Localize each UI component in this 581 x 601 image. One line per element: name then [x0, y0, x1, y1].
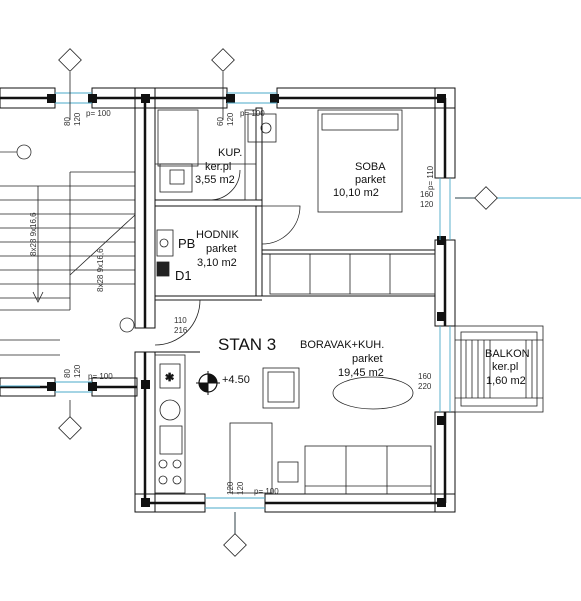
hall-fixtures	[156, 229, 174, 277]
dim-w-top-bath-parapet: p= 100	[240, 109, 265, 118]
soba-area: 10,10 m2	[333, 187, 379, 199]
dim-door-entry-height: 216	[174, 326, 188, 335]
wall-cores	[0, 96, 447, 505]
balkon-name: BALKON	[485, 348, 530, 360]
hodnik-name: HODNIK	[196, 229, 239, 241]
dim-w-left-living-parapet: p= 100	[88, 372, 113, 381]
stair-label-2: 8x28 9x16,6	[96, 248, 105, 292]
dim-w-top-left-width: 80	[63, 117, 72, 126]
dim-w-top-left-parapet: p= 100	[86, 109, 111, 118]
dim-door-entry-width: 110	[174, 316, 187, 325]
hodnik-floor: parket	[206, 243, 237, 255]
dim-w-right-soba-height: 120	[420, 200, 434, 209]
elevation-value: +4.50	[222, 374, 250, 386]
soba-name: SOBA	[355, 161, 386, 173]
bathroom-fixtures	[155, 109, 277, 201]
boravak-area: 19,45 m2	[338, 367, 384, 379]
dim-w-right-soba-parapet: p= 110	[426, 165, 435, 190]
axis-marker-1	[58, 48, 82, 120]
dim-w-left-living-width: 80	[63, 369, 72, 378]
stair-arrow	[32, 186, 44, 303]
kup-name: KUP.	[218, 147, 242, 159]
apartment-title: STAN 3	[218, 335, 276, 354]
kup-floor: ker.pl	[205, 161, 231, 173]
soba-floor: parket	[355, 174, 386, 186]
dim-door-balcony-width: 160	[418, 372, 432, 381]
label-pb: PB	[178, 236, 195, 251]
dim-w-bottom-width: 120	[226, 481, 235, 495]
dim-w-right-soba-width: 160	[420, 190, 434, 199]
landing-marker	[16, 144, 32, 160]
boravak-floor: parket	[352, 353, 383, 365]
boravak-name: BORAVAK+KUH.	[300, 339, 384, 351]
stair-label-1: 8x28 9x16,6	[29, 212, 38, 256]
dim-w-top-left-height: 120	[73, 112, 82, 126]
hodnik-area: 3,10 m2	[197, 257, 237, 269]
entry-marker	[119, 317, 135, 333]
windows	[0, 92, 581, 540]
dim-w-top-bath-height: 120	[226, 112, 235, 126]
axis-marker-2	[211, 48, 235, 120]
living-furniture	[229, 367, 432, 495]
kitchen: ✱	[154, 354, 186, 494]
axis-marker-3	[455, 186, 498, 210]
kup-area: 3,55 m2	[195, 174, 235, 186]
wardrobe	[269, 253, 436, 295]
stairwell	[0, 171, 136, 356]
dim-w-left-living-height: 120	[73, 364, 82, 378]
axis-markers	[58, 48, 498, 557]
balcony	[454, 325, 544, 413]
doors	[154, 169, 301, 346]
wall-columns	[47, 94, 446, 507]
dim-w-bottom-height: 120	[236, 481, 245, 495]
stair-diagonal	[69, 214, 136, 276]
label-d1: D1	[175, 268, 192, 283]
bed	[317, 109, 403, 213]
balkon-floor: ker.pl	[492, 361, 518, 373]
svg-text:✱: ✱	[165, 372, 174, 384]
dim-w-top-bath-width: 60	[216, 117, 225, 126]
axis-marker-4	[58, 400, 82, 440]
dim-door-balcony-height: 220	[418, 382, 432, 391]
balcony-door	[439, 326, 451, 412]
axis-marker-5	[223, 512, 247, 557]
balkon-area: 1,60 m2	[486, 375, 526, 387]
stair-treads	[0, 199, 135, 299]
dim-w-bottom-parapet: p= 100	[254, 487, 279, 496]
elevation-marker	[196, 371, 220, 395]
